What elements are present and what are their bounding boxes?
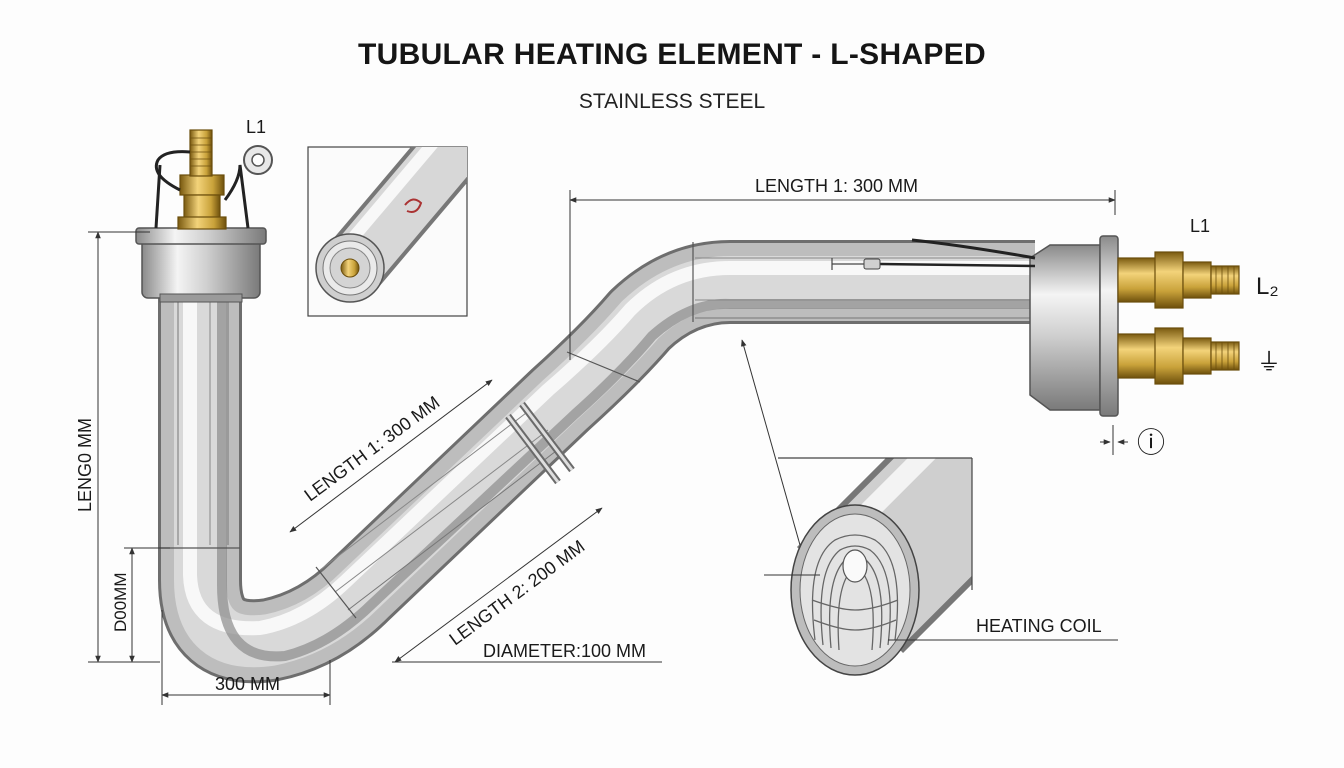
- brass-fitting-upper: [1117, 251, 1240, 309]
- heating-tube: [158, 240, 1035, 684]
- inset-cutaway-end: [307, 146, 468, 317]
- length-diag-2-label: LENGTH 2: 200 MM: [445, 536, 588, 649]
- info-symbol-icon: ⓘ: [1137, 427, 1165, 458]
- bottom-width-label: 300 MM: [215, 674, 280, 694]
- length-top-label: LENGTH 1: 300 MM: [755, 176, 918, 196]
- inset-cross-section: [764, 457, 973, 676]
- ground-symbol-icon: ⏚: [1257, 349, 1281, 376]
- top-terminal-head: [135, 129, 273, 303]
- diagram-subtitle: STAINLESS STEEL: [578, 90, 766, 113]
- brass-fitting-lower: [1117, 327, 1240, 385]
- terminal-label-right-mid: L₂: [1256, 273, 1279, 300]
- terminal-label-top: L1: [246, 117, 266, 137]
- vertical-short-label: D00MM: [111, 572, 130, 632]
- right-terminal-head: [831, 235, 1240, 417]
- diagram-title: TUBULAR HEATING ELEMENT - L-SHAPED: [358, 38, 986, 71]
- terminal-label-right-top: L1: [1190, 216, 1210, 236]
- diameter-label: DIAMETER:100 MM: [483, 641, 646, 661]
- heating-coil-label: HEATING COIL: [976, 616, 1102, 636]
- vertical-long-label: LENG0 MM: [75, 418, 95, 512]
- dimension-lines: [88, 190, 1116, 705]
- tube-collar: [505, 401, 575, 485]
